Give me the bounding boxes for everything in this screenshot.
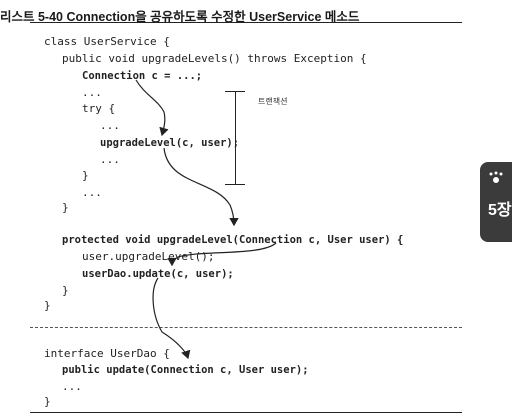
bottom-rule bbox=[30, 412, 462, 413]
code-line-interface-decl: interface UserDao { bbox=[44, 347, 170, 360]
code-line-ellipsis: ... bbox=[100, 119, 120, 132]
chapter-label: 5장 bbox=[488, 202, 512, 219]
code-line-close-brace: } bbox=[44, 299, 51, 312]
code-line-ellipsis: ... bbox=[82, 86, 102, 99]
section-divider bbox=[30, 327, 462, 328]
code-line-close-brace: } bbox=[82, 169, 89, 182]
transaction-label: 트랜잭션 bbox=[258, 97, 288, 106]
chapter-icon bbox=[489, 171, 503, 183]
code-line-user-upgrade-level: user.upgradeLevel(); bbox=[82, 250, 215, 263]
code-line-close-brace: } bbox=[62, 201, 69, 214]
top-rule bbox=[30, 22, 462, 23]
code-line-ellipsis: ... bbox=[62, 380, 82, 393]
listing-caption: 리스트 5-40 Connection을 공유하도록 수정한 UserServi… bbox=[0, 10, 360, 24]
chapter-tab[interactable]: 5장 bbox=[480, 162, 512, 242]
code-line-close-brace: } bbox=[44, 395, 51, 408]
code-line-method-upgrade-levels: public void upgradeLevels() throws Excep… bbox=[62, 52, 367, 65]
code-line-connection: Connection c = ...; bbox=[82, 70, 203, 82]
code-line-upgrade-level-call: upgradeLevel(c, user); bbox=[100, 137, 240, 149]
code-line-class-decl: class UserService { bbox=[44, 35, 170, 48]
code-line-ellipsis: ... bbox=[82, 186, 102, 199]
arrow-param-to-update bbox=[167, 242, 277, 267]
transaction-bracket bbox=[225, 91, 245, 185]
code-line-try: try { bbox=[82, 102, 116, 115]
code-line-close-brace: } bbox=[62, 284, 69, 297]
code-line-method-upgrade-level: protected void upgradeLevel(Connection c… bbox=[62, 234, 404, 246]
arrow-connection-to-call bbox=[135, 79, 169, 137]
code-line-update-signature: public update(Connection c, User user); bbox=[62, 364, 309, 376]
code-line-ellipsis: ... bbox=[100, 153, 120, 166]
arrow-call-to-method bbox=[163, 147, 239, 227]
code-line-userdao-update-call: userDao.update(c, user); bbox=[82, 268, 234, 280]
arrow-update-to-interface bbox=[152, 277, 191, 360]
